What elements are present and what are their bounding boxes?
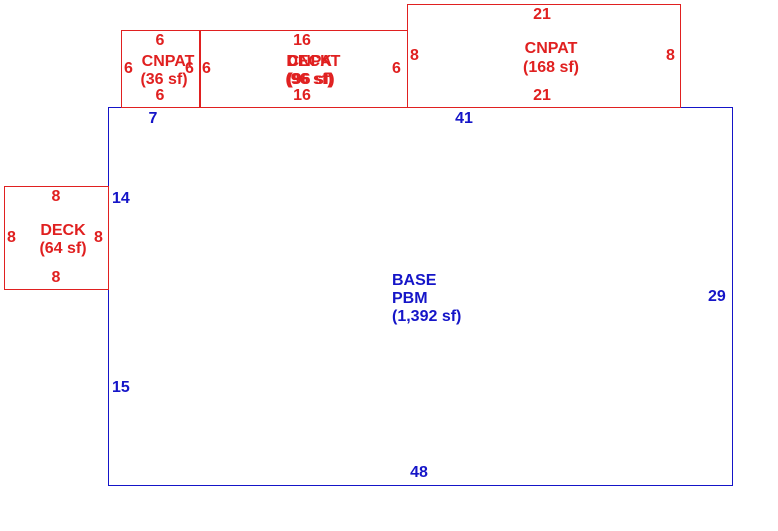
deck-left-label-name: DECK (40, 222, 86, 239)
base-label-name2: PBM (392, 290, 428, 307)
base-dim-bottom: 48 (410, 464, 428, 481)
cnpat-large-dim-bottom: 21 (533, 87, 551, 104)
deck-top-overlay-name: CNPAT (287, 53, 341, 70)
deck-top-overlay-area: (96 sf) (287, 71, 335, 88)
base-dim-top-left: 7 (148, 110, 158, 127)
base-label-name1: BASE (392, 272, 437, 289)
base-dim-left-lower: 15 (112, 379, 130, 396)
deck-top-label-name: DECK (286, 53, 332, 70)
deck-left-outline (4, 186, 109, 290)
cnpat-small-dim-top: 6 (155, 32, 165, 49)
deck-top-label-area: (96 sf) (285, 71, 333, 88)
deck-left-label-area: (64 sf) (39, 240, 87, 257)
cnpat-large-label-name: CNPAT (524, 40, 578, 57)
deck-top-dim-left: 6 (202, 60, 211, 77)
cnpat-large-outline (407, 4, 681, 108)
cnpat-large-dim-left: 8 (410, 47, 419, 64)
cnpat-large-dim-top: 21 (533, 6, 551, 23)
cnpat-small-dim-right: 6 (185, 60, 194, 77)
cnpat-large-dim-right: 8 (666, 47, 675, 64)
deck-left-dim-right: 8 (94, 229, 103, 246)
deck-top-dim-bottom: 16 (293, 87, 311, 104)
base-dim-right: 29 (708, 288, 726, 305)
base-dim-left-upper: 14 (112, 190, 130, 207)
cnpat-small-dim-left: 6 (124, 60, 133, 77)
cnpat-small-label-area: (36 sf) (140, 71, 188, 88)
cnpat-small-outline (121, 30, 201, 108)
deck-left-dim-left: 8 (7, 229, 16, 246)
cnpat-small-label-name: CNPAT (141, 53, 195, 70)
deck-left-dim-bottom: 8 (51, 269, 61, 286)
cnpat-large-label-area: (168 sf) (522, 59, 580, 76)
deck-top-dim-top: 16 (293, 32, 311, 49)
cnpat-small-dim-bottom: 6 (155, 87, 165, 104)
base-dim-top: 41 (455, 110, 473, 127)
deck-left-dim-top: 8 (51, 188, 61, 205)
base-label-area: (1,392 sf) (392, 308, 462, 325)
deck-top-dim-right: 6 (392, 60, 401, 77)
